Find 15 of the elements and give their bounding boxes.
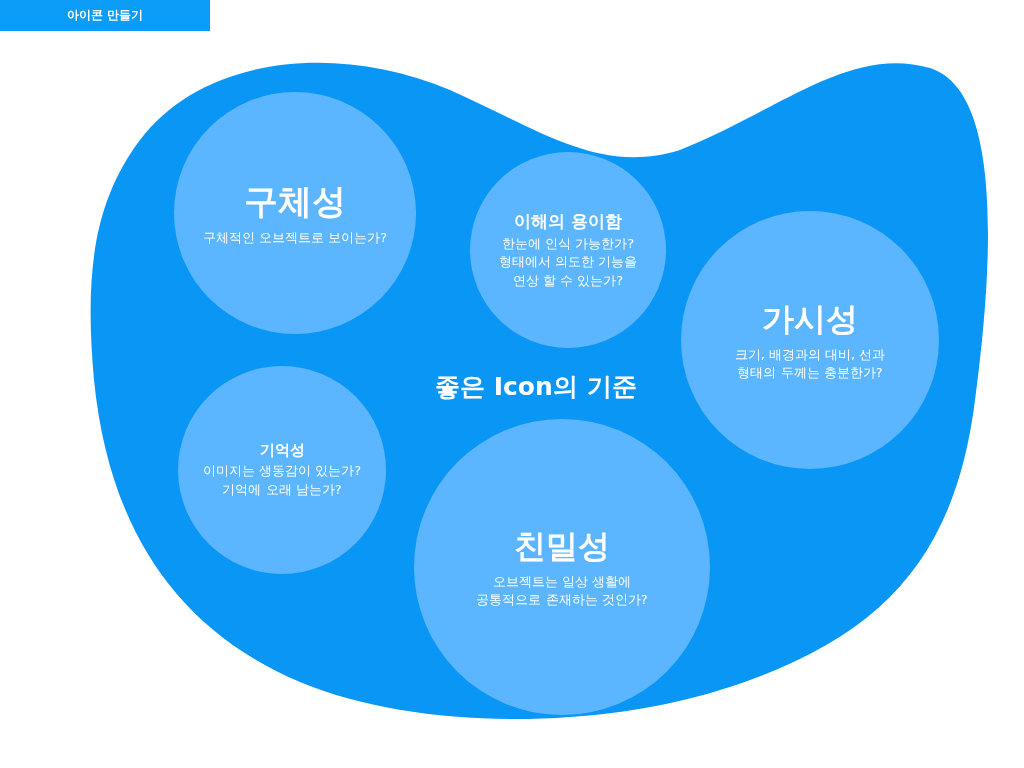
circle-heading: 이해의 용이함: [514, 210, 622, 234]
circle-heading: 가시성: [762, 298, 858, 340]
circle-text: 한눈에 인식 가능한가?: [501, 235, 635, 254]
circle-text: 형태에서 의도한 기능을 연상 할 수 있는가?: [497, 253, 639, 290]
circle-heading: 기억성: [259, 441, 305, 461]
circle-text: 구체적인 오브젝트로 보이는가?: [202, 228, 388, 247]
header-tab: [0, 0, 210, 31]
circle-heading: 구체성: [244, 179, 346, 223]
circle-text: 이미지는 생동감이 있는가?: [202, 462, 362, 481]
circle-heading: 친밀성: [514, 525, 610, 567]
circle-text: 크기, 배경과의 대비, 선과 형태의 두께는 충분한가?: [733, 345, 887, 382]
circle-text: 오브젝트는 일상 생활에 공통적으로 존재하는 것인가?: [475, 572, 649, 609]
circle-text: 기억에 오래 남는가?: [222, 480, 342, 499]
center-title: 좋은 Icon의 기준: [435, 371, 637, 403]
tab-label: 아이콘 만들기: [66, 7, 144, 24]
